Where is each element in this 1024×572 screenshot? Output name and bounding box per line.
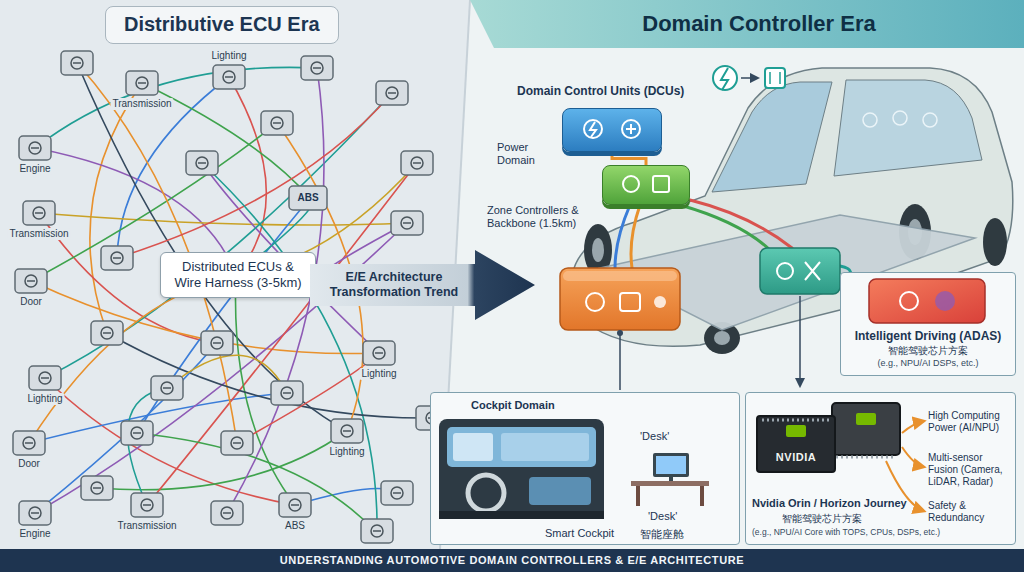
ecu-label: Transmission xyxy=(115,520,178,532)
bottom-band: UNDERSTANDING AUTOMOTIVE DOMAIN CONTROLL… xyxy=(0,549,1024,572)
ecu-label: Door xyxy=(16,458,42,470)
ecu-label: Door xyxy=(18,296,44,308)
section-label: Domain Control Units (DCUs) xyxy=(515,84,686,98)
chinese-note: 智能驾驶芯片方案 xyxy=(847,344,1009,357)
ecu-label: Engine xyxy=(17,528,52,540)
power-domain-box: Power Domain xyxy=(562,108,662,152)
ecu-module: Door xyxy=(12,430,46,456)
ecu-icon xyxy=(18,500,52,526)
trend-arrow: E/E Architecture Transformation Trend xyxy=(310,250,535,320)
ecu-icon xyxy=(12,430,46,456)
feature-label: High Computing Power (AI/NPU) xyxy=(928,410,1012,434)
era-band: Domain Controller Era xyxy=(470,0,1024,48)
caption-text: UNDERSTANDING AUTOMOTIVE DOMAIN CONTROLL… xyxy=(0,549,1024,572)
soc-chip: NVIDIA xyxy=(756,415,836,473)
cockpit-panel: Cockpit Domain xyxy=(430,392,740,545)
ecu-label: ABS xyxy=(288,185,328,211)
arrow-text: E/E Architecture Transformation Trend xyxy=(318,264,470,306)
ecu-label: Transmission xyxy=(7,228,70,240)
ecu-label: Lighting xyxy=(359,368,398,380)
panel-note: (e.g., NPU/AI DSPs, etc.) xyxy=(847,357,1009,369)
ecu-module: Lighting xyxy=(28,365,62,391)
ecu-label: Lighting xyxy=(209,50,248,62)
ecu-module: Door xyxy=(14,268,48,294)
ecu-icon xyxy=(18,135,52,161)
cockpit-label: Smart Cockpit xyxy=(545,527,614,539)
ecu-label: Engine xyxy=(17,163,52,175)
panel-heading: Cockpit Domain xyxy=(471,399,555,411)
ecu-module: Lighting xyxy=(362,340,396,366)
wire-connector xyxy=(612,152,646,165)
ecu-module: Engine xyxy=(18,500,52,526)
feature-label: Safety & Redundancy xyxy=(928,500,1012,524)
domain-label: Power Domain xyxy=(495,141,557,167)
ecu-icon xyxy=(212,64,246,90)
era-title: Distributive ECU Era xyxy=(124,7,320,42)
cockpit-illustration xyxy=(431,393,741,546)
era-title: Domain Controller Era xyxy=(470,0,1024,48)
chinese-note: 智能驾驶芯片方案 xyxy=(782,512,862,525)
dcu-icons xyxy=(563,109,660,150)
desk-label: 'Desk' xyxy=(640,430,669,442)
ecu-icon xyxy=(22,200,56,226)
desk-label: 'Desk' xyxy=(648,510,677,522)
ecu-module: ABS xyxy=(288,185,328,211)
adas-dcu-box xyxy=(841,273,1017,329)
era-tab: Distributive ECU Era xyxy=(105,6,339,44)
ecu-module: ABS xyxy=(278,492,312,518)
panel-note: (e.g., NPU/AI Core with TOPS, CPUs, DSPs… xyxy=(752,527,1012,538)
feature-label: Multi-sensor Fusion (Camera, LiDAR, Rada… xyxy=(928,452,1012,488)
cockpit-label: 智能座舱 xyxy=(640,527,684,542)
ecu-label: Lighting xyxy=(25,393,64,405)
ecu-icon xyxy=(130,492,164,518)
ecu-label: ABS xyxy=(283,520,307,532)
panel-heading: Nvidia Orin / Horizon Journey xyxy=(752,497,927,510)
ecu-label: Transmission xyxy=(110,98,173,110)
chip-brand: NVIDIA xyxy=(758,451,834,463)
zone-controller-box: Zone Controllers & Backbone (1.5km) xyxy=(602,165,690,205)
harness-text: Distributed ECUs & Wire Harness (3-5km) xyxy=(169,259,307,291)
ecu-icon xyxy=(14,268,48,294)
ecu-icon xyxy=(28,365,62,391)
ecu-module: Transmission xyxy=(22,200,56,226)
harness-box: Distributed ECUs & Wire Harness (3-5km) xyxy=(160,252,316,298)
ecu-module: Engine xyxy=(18,135,52,161)
dcu-icons xyxy=(603,166,688,203)
adas-panel: Intelligent Driving (ADAS)智能驾驶芯片方案(e.g.,… xyxy=(840,272,1016,376)
ecu-icon xyxy=(362,340,396,366)
ecu-icon xyxy=(330,418,364,444)
ecu-module: Lighting xyxy=(330,418,364,444)
ecu-module: Transmission xyxy=(130,492,164,518)
domain-label: Zone Controllers & Backbone (1.5km) xyxy=(485,204,581,230)
ecu-icon xyxy=(278,492,312,518)
ecu-label: Lighting xyxy=(327,446,366,458)
ecu-module: Transmission xyxy=(125,70,159,96)
panel-heading: Intelligent Driving (ADAS) xyxy=(847,329,1009,344)
ecu-icon xyxy=(125,70,159,96)
ecu-module: Lighting xyxy=(212,64,246,90)
